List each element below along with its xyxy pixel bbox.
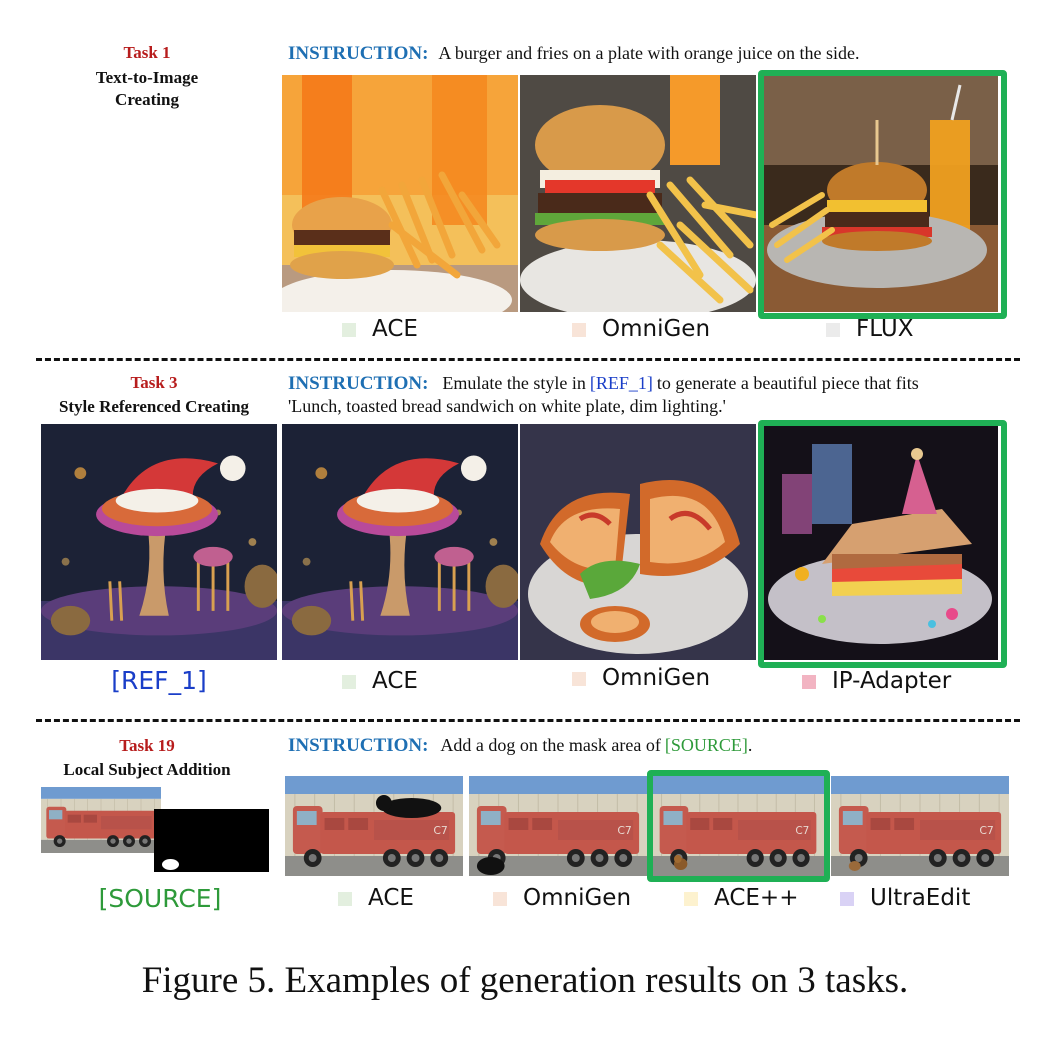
task19-label-ultraedit-text: UltraEdit [870, 885, 971, 911]
task1-instruction: INSTRUCTION: A burger and fries on a pla… [288, 43, 859, 65]
task3-subtitle: Style Referenced Creating [58, 397, 250, 416]
task19-aceplus-image: C7 [652, 776, 824, 876]
figure-caption: Figure 5. Examples of generation results… [141, 960, 909, 1001]
task3-label-ipadapter-text: IP-Adapter [832, 668, 952, 694]
task3-best-highlight [758, 420, 1007, 668]
legend-swatch-ipadapter [802, 674, 816, 689]
task19-instruction-post: . [747, 735, 753, 755]
task1-omnigen-image [520, 75, 756, 312]
task19-label-ace: ACE [338, 885, 414, 911]
task3-label-omnigen: OmniGen [572, 665, 710, 691]
task1-label-omnigen-text: OmniGen [602, 316, 711, 342]
task19-label-ace-text: ACE [368, 885, 414, 911]
task1-ace-image [282, 75, 518, 312]
task3-omnigen-image [520, 424, 756, 660]
task1-subtitle-line1: Text-to-Image [95, 68, 199, 87]
task1-label-flux-text: FLUX [856, 316, 914, 342]
task19-title: Task 19 [119, 736, 175, 755]
section-divider-2 [36, 719, 1020, 722]
task3-instruction-key: INSTRUCTION: [288, 373, 429, 394]
task19-omnigen-image: C7 [469, 776, 647, 876]
task1-subtitle-line2: Creating [115, 90, 179, 109]
task3-instruction: INSTRUCTION: Emulate the style in [REF_1… [288, 373, 1000, 395]
legend-swatch-ace [338, 891, 352, 906]
task1-instruction-key: INSTRUCTION: [288, 43, 429, 64]
mask-area [162, 859, 179, 870]
task19-ace-image: C7 [285, 776, 463, 876]
task3-label-ace: ACE [342, 668, 418, 694]
task1-title: Task 1 [123, 43, 171, 62]
task3-title: Task 3 [130, 373, 178, 392]
task19-instruction-src: [SOURCE] [664, 735, 748, 755]
task19-instruction: INSTRUCTION: Add a dog on the mask area … [288, 735, 752, 757]
task19-subtitle: Local Subject Addition [63, 760, 231, 779]
truck-mark: C7 [617, 824, 632, 837]
legend-swatch-omnigen [572, 671, 586, 686]
task3-label-omnigen-text: OmniGen [602, 665, 711, 691]
legend-swatch-omnigen [493, 891, 507, 906]
task19-label-omnigen: OmniGen [493, 885, 631, 911]
task19-ultraedit-image: C7 [831, 776, 1009, 876]
task19-label-aceplus-text: ACE++ [714, 885, 799, 911]
task19-source-image [41, 787, 161, 853]
legend-swatch-aceplus [684, 891, 698, 906]
legend-swatch-ace [342, 674, 356, 689]
task3-label-ipadapter: IP-Adapter [802, 668, 951, 694]
task1-instruction-text: A burger and fries on a plate with orang… [438, 43, 860, 63]
task3-instruction-line2: 'Lunch, toasted bread sandwich on white … [288, 396, 726, 416]
task3-label-ace-text: ACE [372, 668, 418, 694]
task3-ref-label: [REF_1] [111, 666, 207, 695]
truck-mark: C7 [979, 824, 994, 837]
task19-instruction-pre: Add a dog on the mask area of [440, 735, 661, 755]
task19-label-omnigen-text: OmniGen [523, 885, 632, 911]
task1-label-ace: ACE [342, 316, 418, 342]
task3-instruction-ref: [REF_1] [589, 373, 653, 393]
task1-label-flux: FLUX [826, 316, 914, 342]
legend-swatch-omnigen [572, 322, 586, 337]
legend-swatch-ultraedit [840, 891, 854, 906]
task19-label-aceplus: ACE++ [684, 885, 798, 911]
task3-instruction-pre: Emulate the style in [442, 373, 586, 393]
task19-source-label: [SOURCE] [98, 884, 222, 913]
legend-swatch-ace [342, 322, 356, 337]
task19-mask-image [154, 809, 269, 872]
section-divider-1 [36, 358, 1020, 361]
task3-ref-image [41, 424, 277, 660]
task19-best-highlight [647, 770, 830, 882]
task19-instruction-key: INSTRUCTION: [288, 735, 429, 756]
legend-swatch-flux [826, 322, 840, 337]
task1-flux-image [762, 75, 998, 312]
task3-ipadapter-image [762, 424, 998, 660]
task19-label-ultraedit: UltraEdit [840, 885, 970, 911]
task3-ace-image [282, 424, 518, 660]
truck-mark: C7 [433, 824, 448, 837]
task1-label-omnigen: OmniGen [572, 316, 710, 342]
task1-best-highlight [758, 70, 1007, 319]
task3-instruction-post: to generate a beautiful piece that fits [656, 373, 919, 393]
task1-label-ace-text: ACE [372, 316, 418, 342]
truck-mark: C7 [795, 824, 809, 837]
